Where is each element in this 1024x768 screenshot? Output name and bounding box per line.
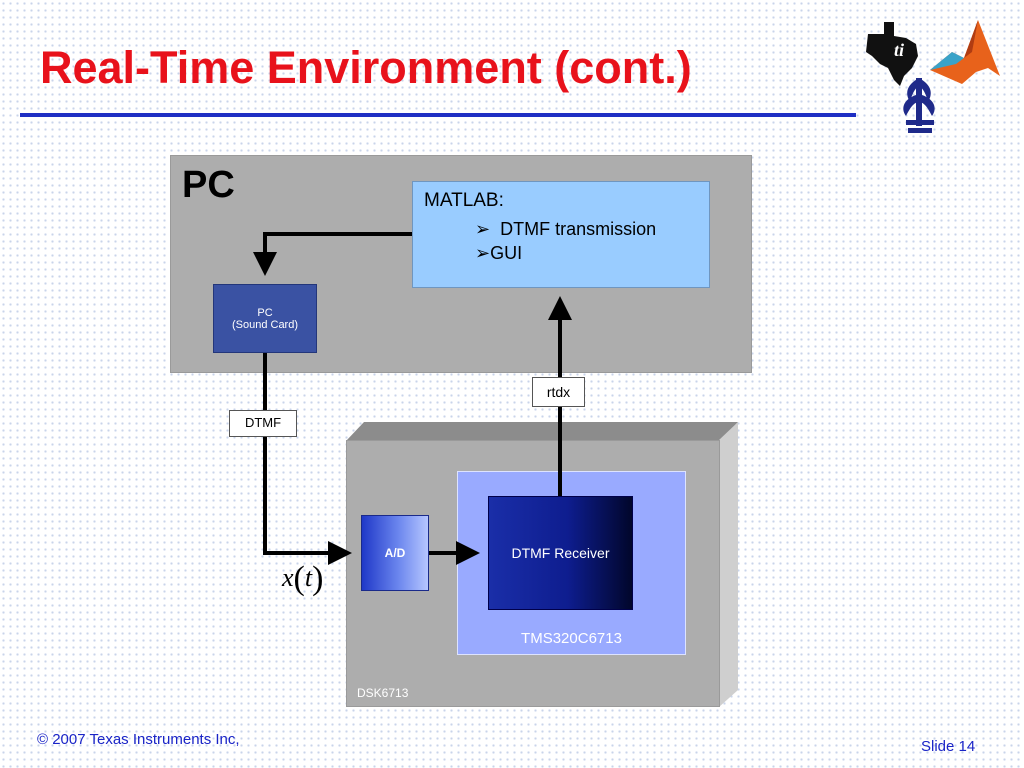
dtmf-label-box: DTMF [229,410,297,437]
texas-instruments-logo: ti [866,22,918,86]
dtmf-receiver-label: DTMF Receiver [511,545,610,561]
tel-aviv-university-logo [903,78,935,133]
sound-card-label-line1: PC [257,306,273,319]
bullet-arrow-icon: ➢ [475,219,491,239]
dsk-panel-side [719,422,738,707]
bullet-text: GUI [490,243,523,263]
bullet-dtmf-transmission: ➢ DTMF transmission [475,219,656,240]
rtdx-label-box: rtdx [532,377,585,407]
title-underline [20,113,856,117]
footer-copyright: © 2007 Texas Instruments Inc, [37,731,240,748]
pc-label: PC [182,164,235,206]
matlab-box [412,181,710,288]
dsk-label: DSK6713 [357,686,409,700]
sound-card-label-line2: (Sound Card) [231,318,299,331]
signal-label-xt: x(t) [282,560,324,597]
slide-title: Real-Time Environment (cont.) [40,42,692,93]
matlab-to-soundcard-arrow [253,232,412,276]
sound-card-box: PC (Sound Card) [213,284,317,353]
tms-label: TMS320C6713 [521,630,622,647]
svg-text:ti: ti [894,40,904,60]
soundcard-to-ad-arrow [263,353,352,565]
matlab-logo [930,20,1000,84]
ad-converter-box: A/D [361,515,429,591]
ad-converter-label: A/D [384,546,406,560]
signal-label-arg: t [304,563,313,592]
bullet-arrow-icon: ➢ [475,243,491,263]
matlab-title: MATLAB: [424,190,504,211]
logo-group: ti [866,20,1000,133]
footer-slide-number: Slide 14 [921,738,976,755]
signal-label-base: x [282,563,294,592]
bullet-text: DTMF transmission [500,219,657,239]
dsk-panel-bevel [346,422,738,441]
bullet-gui: ➢GUI [475,243,522,264]
dtmf-receiver-box: DTMF Receiver [488,496,633,610]
